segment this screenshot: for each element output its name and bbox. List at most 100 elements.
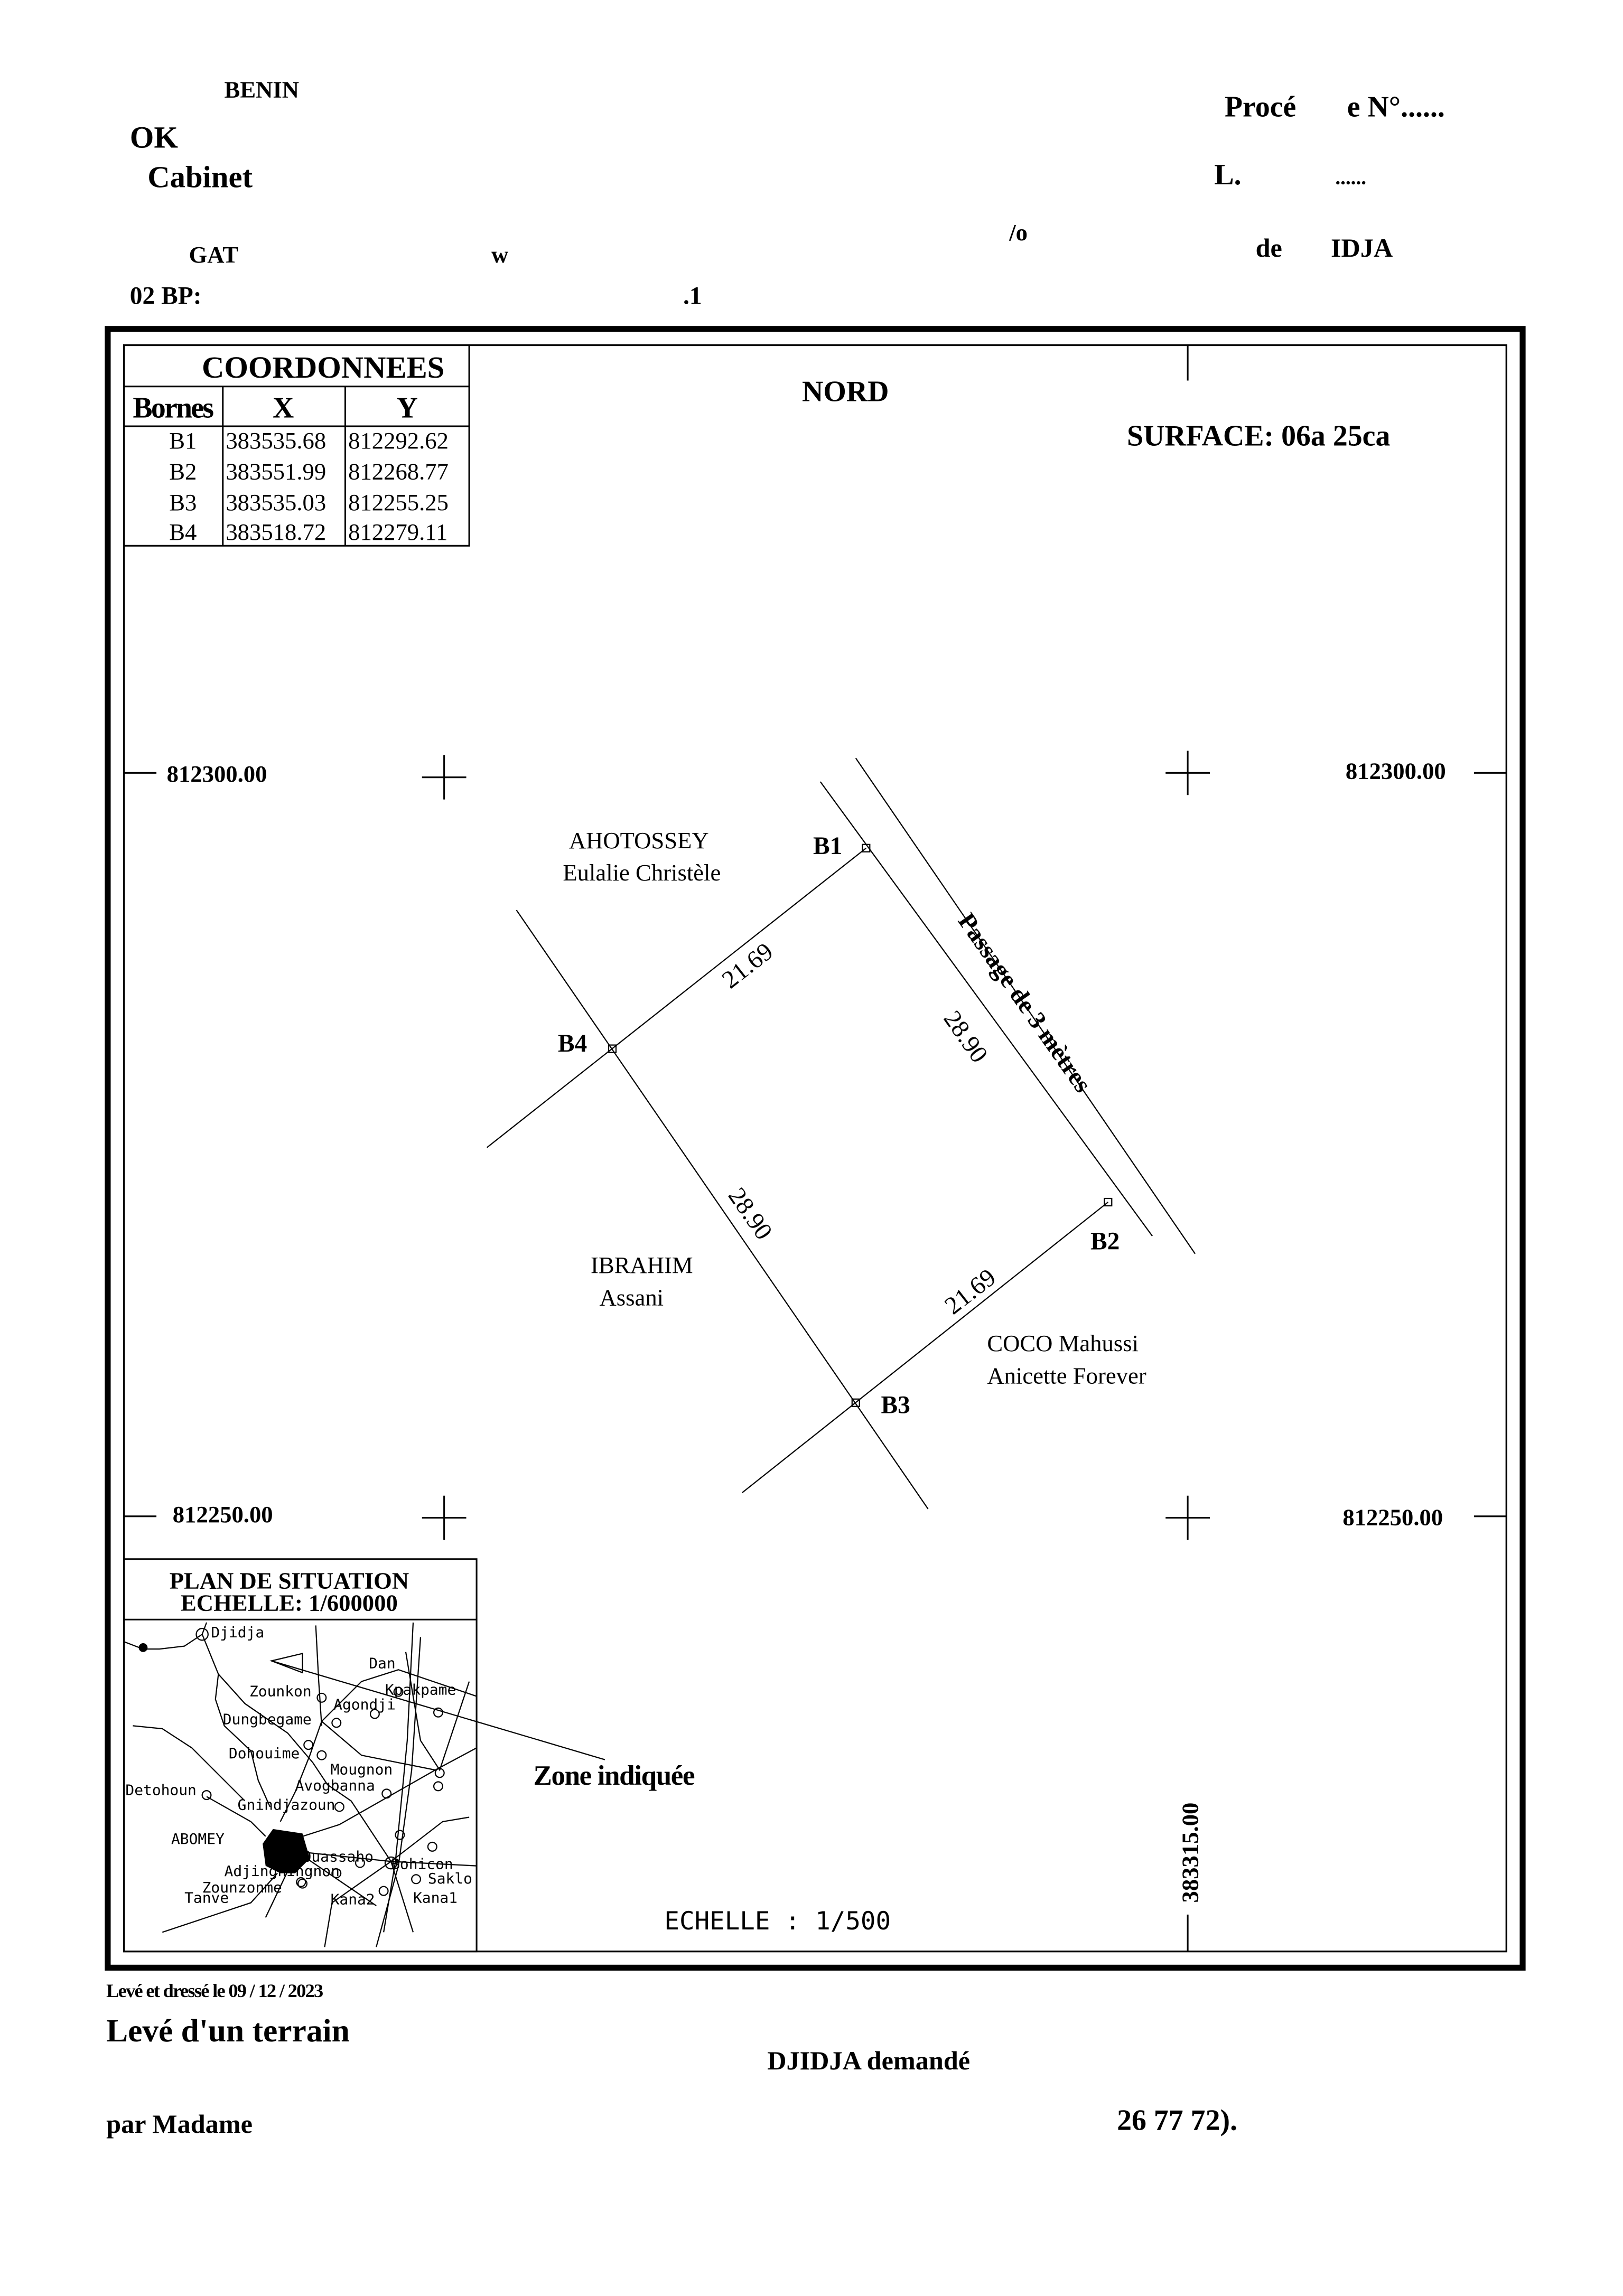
header-bp: 02 BP:	[130, 282, 202, 310]
place-label: Zounkon	[249, 1683, 312, 1700]
header-right-mid: /o	[1009, 219, 1028, 246]
borne-marker	[1104, 1197, 1113, 1207]
table-title: COORDONNEES	[202, 350, 444, 385]
y-cell: 812255.25	[348, 489, 449, 516]
header-right-l: L.	[1214, 158, 1241, 191]
x-cell: 383518.72	[226, 519, 326, 545]
grid-cross	[1165, 1495, 1210, 1540]
boundary-b1-b2	[819, 781, 1153, 1236]
header-cabinet: Cabinet	[147, 160, 253, 194]
place-label: Kpakpame	[385, 1681, 456, 1699]
dimension-label: 28.90	[938, 1006, 993, 1067]
parcel	[486, 757, 1196, 1510]
boundary-b4-b3	[516, 910, 929, 1510]
table-row: B3 383535.03 812255.25	[169, 489, 449, 516]
place-label: Kana1	[413, 1889, 458, 1906]
borne-label: B2	[1090, 1227, 1120, 1255]
neighbour-name: Assani	[599, 1284, 664, 1310]
grid-labels: 812300.00 812300.00 812250.00 812250.00 …	[167, 758, 1446, 1903]
header-de: de	[1256, 233, 1282, 263]
y-cell: 812292.62	[348, 427, 449, 454]
place-label: Ouassaho	[303, 1848, 374, 1865]
plan-scale: ECHELLE : 1/500	[664, 1907, 891, 1936]
inner-frame	[123, 344, 1508, 1953]
x-cell: 383535.68	[226, 427, 326, 454]
neighbour-name: AHOTOSSEY	[569, 827, 709, 854]
grid-y-label: 812300.00	[167, 761, 267, 787]
town-circles	[201, 1686, 445, 1896]
surface-label: SURFACE: 06a 25ca	[1127, 419, 1390, 452]
town-marker	[195, 1627, 209, 1641]
dimension-label: 21.69	[717, 938, 778, 994]
place-label: Mougnon	[331, 1761, 393, 1778]
dimension-label: 28.90	[723, 1183, 778, 1244]
town-marker	[138, 1643, 148, 1652]
neighbour-name: Eulalie Christèle	[563, 859, 721, 886]
place-label: Detohoun	[125, 1782, 196, 1799]
grid-cross	[1165, 751, 1210, 795]
table-row: B2 383551.99 812268.77	[169, 458, 449, 485]
x-cell: 383535.03	[226, 489, 326, 516]
situation-title: PLAN DE SITUATION	[170, 1568, 409, 1594]
grid-cross	[422, 1495, 467, 1540]
parcel-labels: B1 B2 B3 B4 21.69 28.90 28.90 21.69 Pass…	[558, 827, 1146, 1419]
place-label: Dan	[369, 1654, 395, 1672]
footer: Levé et dressé le 09 / 12 / 2023 Levé d'…	[106, 1980, 1237, 2139]
place-label: Avogbanna	[295, 1777, 375, 1794]
grid-x-label: 383315.00	[1177, 1803, 1204, 1903]
header-bp-end: .1	[683, 282, 702, 310]
borne-label: B3	[881, 1391, 910, 1419]
column-header: X	[273, 391, 294, 424]
header: BENIN OK Cabinet GAT w 02 BP: .1 Procé e…	[130, 76, 1445, 310]
borne-marker	[851, 1398, 860, 1407]
place-label: Gnindjazoun	[238, 1796, 335, 1814]
place-label: Dungbegame	[223, 1711, 312, 1728]
grid-y-label: 812250.00	[1342, 1504, 1443, 1531]
road-network	[124, 1622, 477, 1947]
place-label: Agondji	[333, 1696, 396, 1713]
place-label: Zounzonme	[202, 1879, 282, 1896]
outer-frame	[105, 326, 1526, 1971]
place-label: Kana2	[331, 1890, 375, 1908]
neighbour-name: COCO Mahussi	[987, 1330, 1139, 1356]
place-label: ABOMEY	[171, 1830, 225, 1848]
table-row: B4 383518.72 812279.11	[169, 519, 447, 545]
neighbour-name: Anicette Forever	[987, 1362, 1146, 1389]
place-label: Tanve	[184, 1889, 229, 1906]
survey-date: Levé et dressé le 09 / 12 / 2023	[106, 1980, 323, 2001]
place-label: Djidja	[211, 1624, 264, 1641]
zone-arrow-head	[269, 1653, 303, 1674]
borne-cell: B2	[169, 458, 197, 485]
header-left-top: BENIN	[225, 76, 299, 102]
header-address: GAT	[189, 241, 239, 268]
header-right-l-end: ......	[1335, 166, 1366, 189]
borne-marker	[862, 844, 871, 852]
passage-edge	[855, 757, 1196, 1254]
grid-marks	[124, 345, 1507, 1952]
boundary-b4-b1	[486, 847, 867, 1148]
y-cell: 812279.11	[348, 519, 447, 545]
procedure-label: Procé	[1225, 91, 1296, 124]
header-address-mid: w	[491, 241, 509, 268]
borne-cell: B3	[169, 489, 197, 516]
borne-label: B1	[813, 832, 842, 860]
borne-cell: B4	[169, 519, 197, 545]
column-header: Y	[397, 391, 418, 424]
table-row: B1 383535.68 812292.62	[169, 427, 449, 454]
place-label: Bohicon	[391, 1855, 453, 1872]
neighbour-name: IBRAHIM	[591, 1252, 693, 1278]
place-label: Adjingningnon	[225, 1862, 340, 1880]
grid-y-label: 812300.00	[1346, 758, 1446, 784]
header-org: OK	[130, 120, 179, 154]
procedure-number: e N°......	[1347, 91, 1445, 124]
borne-marker	[608, 1044, 617, 1053]
zone-pointer-line	[271, 1660, 605, 1760]
borne-cell: B1	[169, 427, 197, 454]
grid-cross	[422, 755, 467, 800]
description-mid: DJIDJA demandé	[767, 2046, 970, 2075]
y-cell: 812268.77	[348, 458, 449, 485]
x-cell: 383551.99	[226, 458, 326, 485]
north-label: NORD	[802, 376, 889, 408]
borne-label: B4	[558, 1030, 587, 1057]
